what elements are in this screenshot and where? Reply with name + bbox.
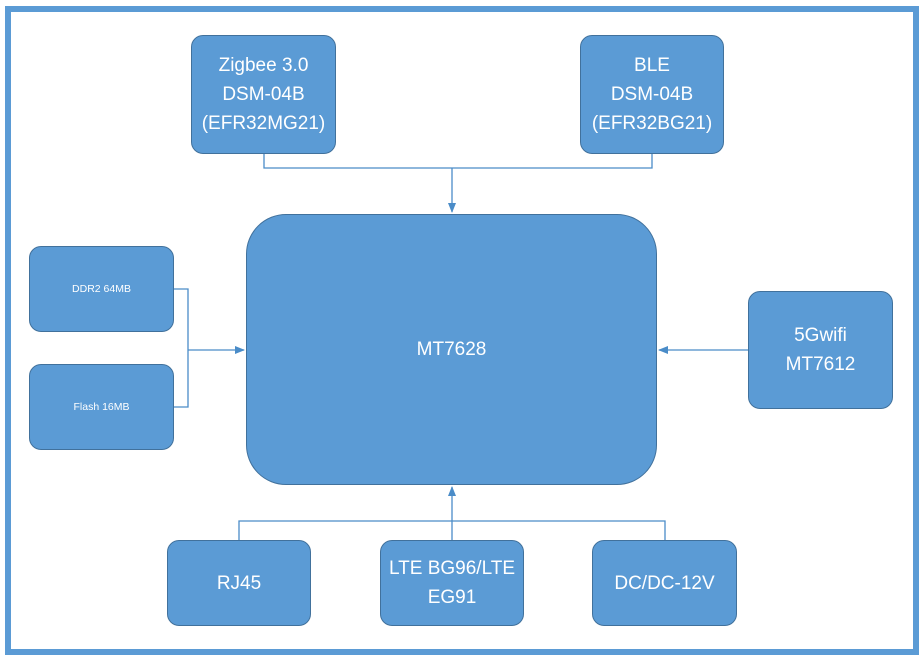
dcdc-connector-line — [452, 520, 666, 540]
zigbee-module-block: Zigbee 3.0 DSM-04B (EFR32MG21) — [191, 35, 336, 154]
mt7628-core-block: MT7628 — [246, 214, 657, 485]
memory-bus-connector — [174, 288, 245, 408]
ble-label-line-3: (EFR32BG21) — [591, 113, 713, 134]
5g-wifi-module-block: 5Gwifi MT7612 — [748, 291, 893, 409]
flash-memory-block: Flash 16MB — [29, 364, 174, 450]
zigbee-label-line-2: DSM-04B — [222, 84, 305, 105]
rj45-label: RJ45 — [216, 572, 262, 594]
zigbee-label-line-3: (EFR32MG21) — [201, 113, 326, 134]
bottom-bus-connector — [238, 486, 666, 540]
rj45-port-block: RJ45 — [167, 540, 311, 626]
wifi-label-line-2: MT7612 — [785, 354, 856, 375]
lte-label-line-2: EG91 — [427, 587, 477, 608]
ble-label-line-1: BLE — [634, 55, 670, 76]
ddr2-memory-block: DDR2 64MB — [29, 246, 174, 332]
lte-label-line-1: LTE BG96/LTE — [388, 558, 515, 579]
lte-module-block: LTE BG96/LTE EG91 — [380, 540, 524, 626]
dcdc-label: DC/DC-12V — [614, 572, 715, 594]
ble-connector-line — [452, 154, 653, 169]
flash-label: Flash 16MB — [73, 401, 130, 413]
ddr-connector-line — [174, 288, 189, 350]
dcdc-power-block: DC/DC-12V — [592, 540, 737, 626]
wifi-label-line-1: 5Gwifi — [794, 325, 847, 346]
ddr-label: DDR2 64MB — [72, 283, 131, 295]
ble-label-line-2: DSM-04B — [610, 84, 694, 105]
zigbee-connector-line — [263, 154, 452, 169]
ble-module-block: BLE DSM-04B (EFR32BG21) — [580, 35, 724, 154]
top-bus-connector — [263, 154, 653, 213]
rj45-connector-line — [238, 520, 452, 540]
flash-connector-line — [174, 350, 189, 408]
zigbee-label-line-1: Zigbee 3.0 — [218, 55, 309, 76]
core-label: MT7628 — [416, 338, 487, 360]
